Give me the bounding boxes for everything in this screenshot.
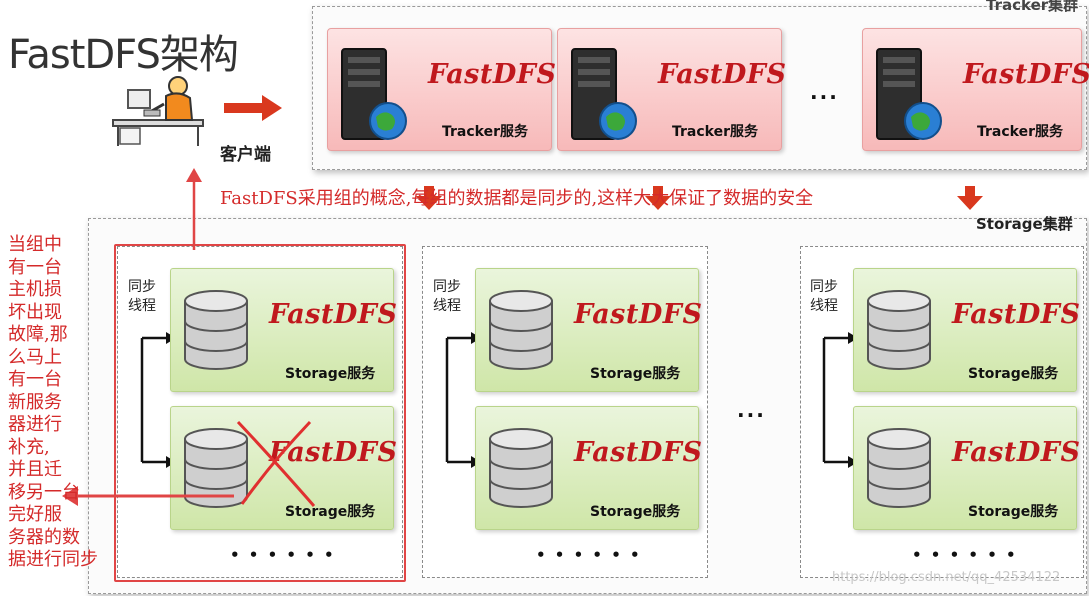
- sync-label-line2: 线程: [433, 298, 461, 314]
- tracker-service-label: Tracker服务: [977, 121, 1063, 141]
- sync-thread-label: 同步线程: [128, 278, 156, 316]
- storage-service-label: Storage服务: [968, 363, 1058, 383]
- group-more-ellipsis: • • • • • •: [912, 546, 1018, 564]
- annotation-line: 当组中: [8, 234, 128, 257]
- annotation-line: 有一台: [8, 369, 128, 392]
- fastdfs-logo: FastDFS: [574, 299, 702, 330]
- storage-server[interactable]: FastDFS Storage服务: [475, 406, 699, 530]
- annotation-line: 完好服: [8, 504, 128, 527]
- storage-server[interactable]: FastDFS Storage服务: [853, 268, 1077, 392]
- tracker-service-label: Tracker服务: [442, 121, 528, 141]
- sync-label-line1: 同步: [128, 279, 156, 295]
- database-icon: [486, 289, 556, 377]
- arrow-down-icon: [957, 186, 983, 214]
- tracker-ellipsis: ...: [810, 80, 839, 104]
- tracker-server[interactable]: FastDFS Tracker服务: [327, 28, 552, 151]
- group-ellipsis: ...: [737, 398, 766, 422]
- annotation-line: 务器的数: [8, 527, 128, 550]
- sync-label-line1: 同步: [810, 279, 838, 295]
- annotation-arrow-up-icon: [184, 168, 204, 250]
- annotation-line: 据进行同步: [8, 549, 128, 572]
- tracker-service-label: Tracker服务: [672, 121, 758, 141]
- storage-server[interactable]: FastDFS Storage服务: [170, 268, 394, 392]
- client-label: 客户端: [220, 140, 271, 165]
- fastdfs-logo: FastDFS: [952, 299, 1080, 330]
- storage-service-label: Storage服务: [285, 363, 375, 383]
- annotation-top: FastDFS采用组的概念,每组的数据都是同步的,这样大大保证了数据的安全: [220, 188, 813, 211]
- annotation-line: 新服务: [8, 392, 128, 415]
- fastdfs-logo: FastDFS: [574, 437, 702, 468]
- database-icon: [864, 289, 934, 377]
- database-icon: [486, 427, 556, 515]
- annotation-line: 移另一台: [8, 482, 128, 505]
- tracker-cluster-label: Tracker集群: [986, 0, 1078, 15]
- storage-service-label: Storage服务: [590, 363, 680, 383]
- annotation-line: 故障,那: [8, 324, 128, 347]
- group-more-ellipsis: • • • • • •: [536, 546, 642, 564]
- sync-thread-label: 同步线程: [810, 278, 838, 316]
- storage-server[interactable]: FastDFS Storage服务: [853, 406, 1077, 530]
- annotation-line: 并且迁: [8, 459, 128, 482]
- annotation-left: 当组中 有一台 主机损 坏出现 故障,那 么马上 有一台 新服务 器进行 补充,…: [8, 234, 128, 572]
- arrow-right-icon: [224, 94, 284, 126]
- tracker-server[interactable]: FastDFS Tracker服务: [557, 28, 782, 151]
- fastdfs-logo: FastDFS: [952, 437, 1080, 468]
- annotation-line: 么马上: [8, 347, 128, 370]
- server-globe-icon: [564, 43, 644, 147]
- annotation-line: 坏出现: [8, 302, 128, 325]
- failure-cross-icon: [232, 418, 322, 510]
- annotation-line: 有一台: [8, 257, 128, 280]
- database-icon: [181, 289, 251, 377]
- page-title: FastDFS架构: [8, 22, 238, 80]
- fastdfs-logo: FastDFS: [269, 299, 397, 330]
- fastdfs-logo: FastDFS: [658, 59, 786, 90]
- storage-service-label: Storage服务: [968, 501, 1058, 521]
- storage-server[interactable]: FastDFS Storage服务: [475, 268, 699, 392]
- sync-label-line2: 线程: [810, 298, 838, 314]
- client-icon: [108, 76, 218, 148]
- tracker-server[interactable]: FastDFS Tracker服务: [862, 28, 1082, 151]
- fastdfs-logo: FastDFS: [428, 59, 556, 90]
- sync-thread-label: 同步线程: [433, 278, 461, 316]
- annotation-line: 补充,: [8, 437, 128, 460]
- group-more-ellipsis: • • • • • •: [230, 546, 336, 564]
- sync-label-line1: 同步: [433, 279, 461, 295]
- fastdfs-logo: FastDFS: [963, 59, 1089, 90]
- sync-arrows-icon: [818, 326, 858, 472]
- sync-label-line2: 线程: [128, 298, 156, 314]
- annotation-line: 主机损: [8, 279, 128, 302]
- storage-cluster-label: Storage集群: [976, 213, 1073, 234]
- database-icon: [864, 427, 934, 515]
- storage-service-label: Storage服务: [590, 501, 680, 521]
- watermark: https://blog.csdn.net/qq_42534122: [832, 570, 1060, 585]
- server-globe-icon: [869, 43, 949, 147]
- server-globe-icon: [334, 43, 414, 147]
- annotation-line: 器进行: [8, 414, 128, 437]
